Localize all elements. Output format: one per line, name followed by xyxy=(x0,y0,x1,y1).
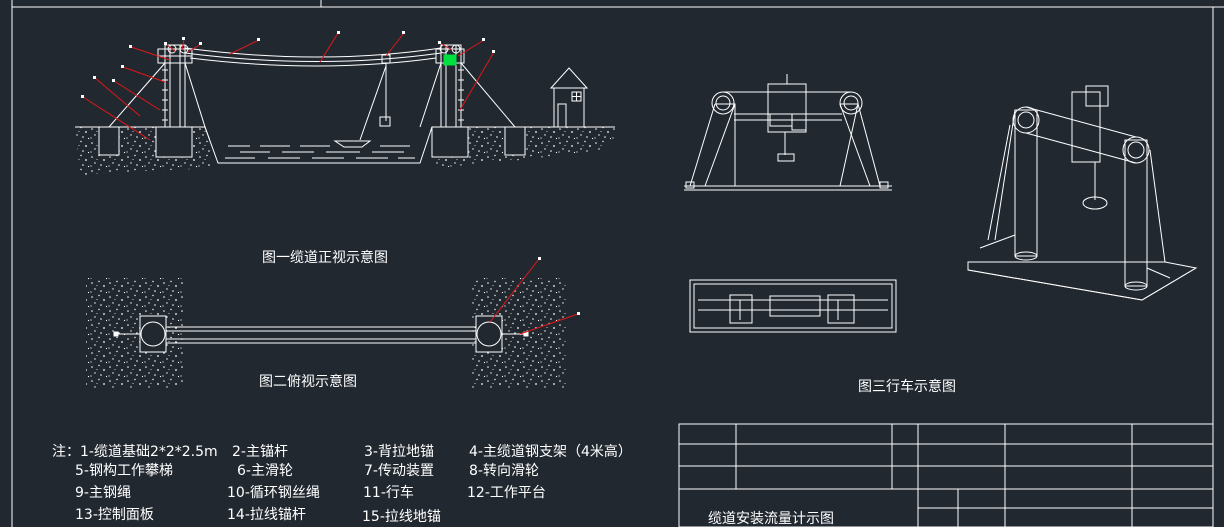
note-item-8: 8-转向滑轮 xyxy=(469,462,539,479)
legend-notes: 注： 1-缆道基础2*2*2.5m 2-主锚杆 3-背拉地锚 4-主缆道钢支架（… xyxy=(52,443,632,525)
note-item-6: 6-主滑轮 xyxy=(237,462,293,479)
note-item-10: 10-循环钢丝绳 xyxy=(227,485,320,501)
fig3-caption: 图三行车示意图 xyxy=(858,378,956,395)
house xyxy=(549,67,589,128)
note-item-2: 2-主锚杆 xyxy=(232,444,288,460)
carriage-front-view xyxy=(684,74,892,191)
left-foundation xyxy=(155,126,193,158)
note-item-14: 14-拉线锚杆 xyxy=(227,507,306,523)
main-cable xyxy=(184,47,442,58)
right-foundation xyxy=(431,126,469,158)
note-item-12: 12-工作平台 xyxy=(467,485,546,501)
fig2-caption: 图二俯视示意图 xyxy=(259,373,357,390)
plan-view-figure xyxy=(86,278,566,388)
front-view-leaders xyxy=(81,31,495,141)
title-block xyxy=(678,423,1214,527)
note-item-13: 13-控制面板 xyxy=(75,507,154,523)
plan-left-soil xyxy=(86,278,183,388)
note-item-1: 1-缆道基础2*2*2.5m xyxy=(80,443,218,460)
carriage-plan-view xyxy=(689,279,897,333)
transmission-highlight xyxy=(443,54,457,66)
right-back-anchor xyxy=(504,126,526,156)
note-item-5: 5-钢构工作攀梯 xyxy=(75,463,173,479)
left-back-anchor xyxy=(98,126,120,156)
note-item-9: 9-主钢绳 xyxy=(75,485,131,501)
right-tower xyxy=(419,44,516,128)
front-view-figure xyxy=(75,44,615,175)
note-item-4: 4-主缆道钢支架（4米高） xyxy=(469,443,632,460)
boat-hull xyxy=(333,140,372,148)
note-item-11: 11-行车 xyxy=(363,484,414,501)
carriage-isometric-view xyxy=(967,85,1198,301)
note-prefix: 注： xyxy=(52,444,80,460)
note-item-3: 3-背拉地锚 xyxy=(364,444,434,460)
sensor-weight xyxy=(379,116,391,127)
fig1-caption: 图一缆道正视示意图 xyxy=(262,249,388,266)
drawing-title: 缆道安装流量计示图 xyxy=(708,511,834,527)
note-item-15: 15-拉线地锚 xyxy=(362,509,441,525)
loop-cable xyxy=(184,52,442,62)
left-tower xyxy=(108,44,206,128)
plan-view-leaders xyxy=(489,257,580,335)
river-water xyxy=(225,145,415,159)
note-item-7: 7-传动装置 xyxy=(364,463,434,479)
